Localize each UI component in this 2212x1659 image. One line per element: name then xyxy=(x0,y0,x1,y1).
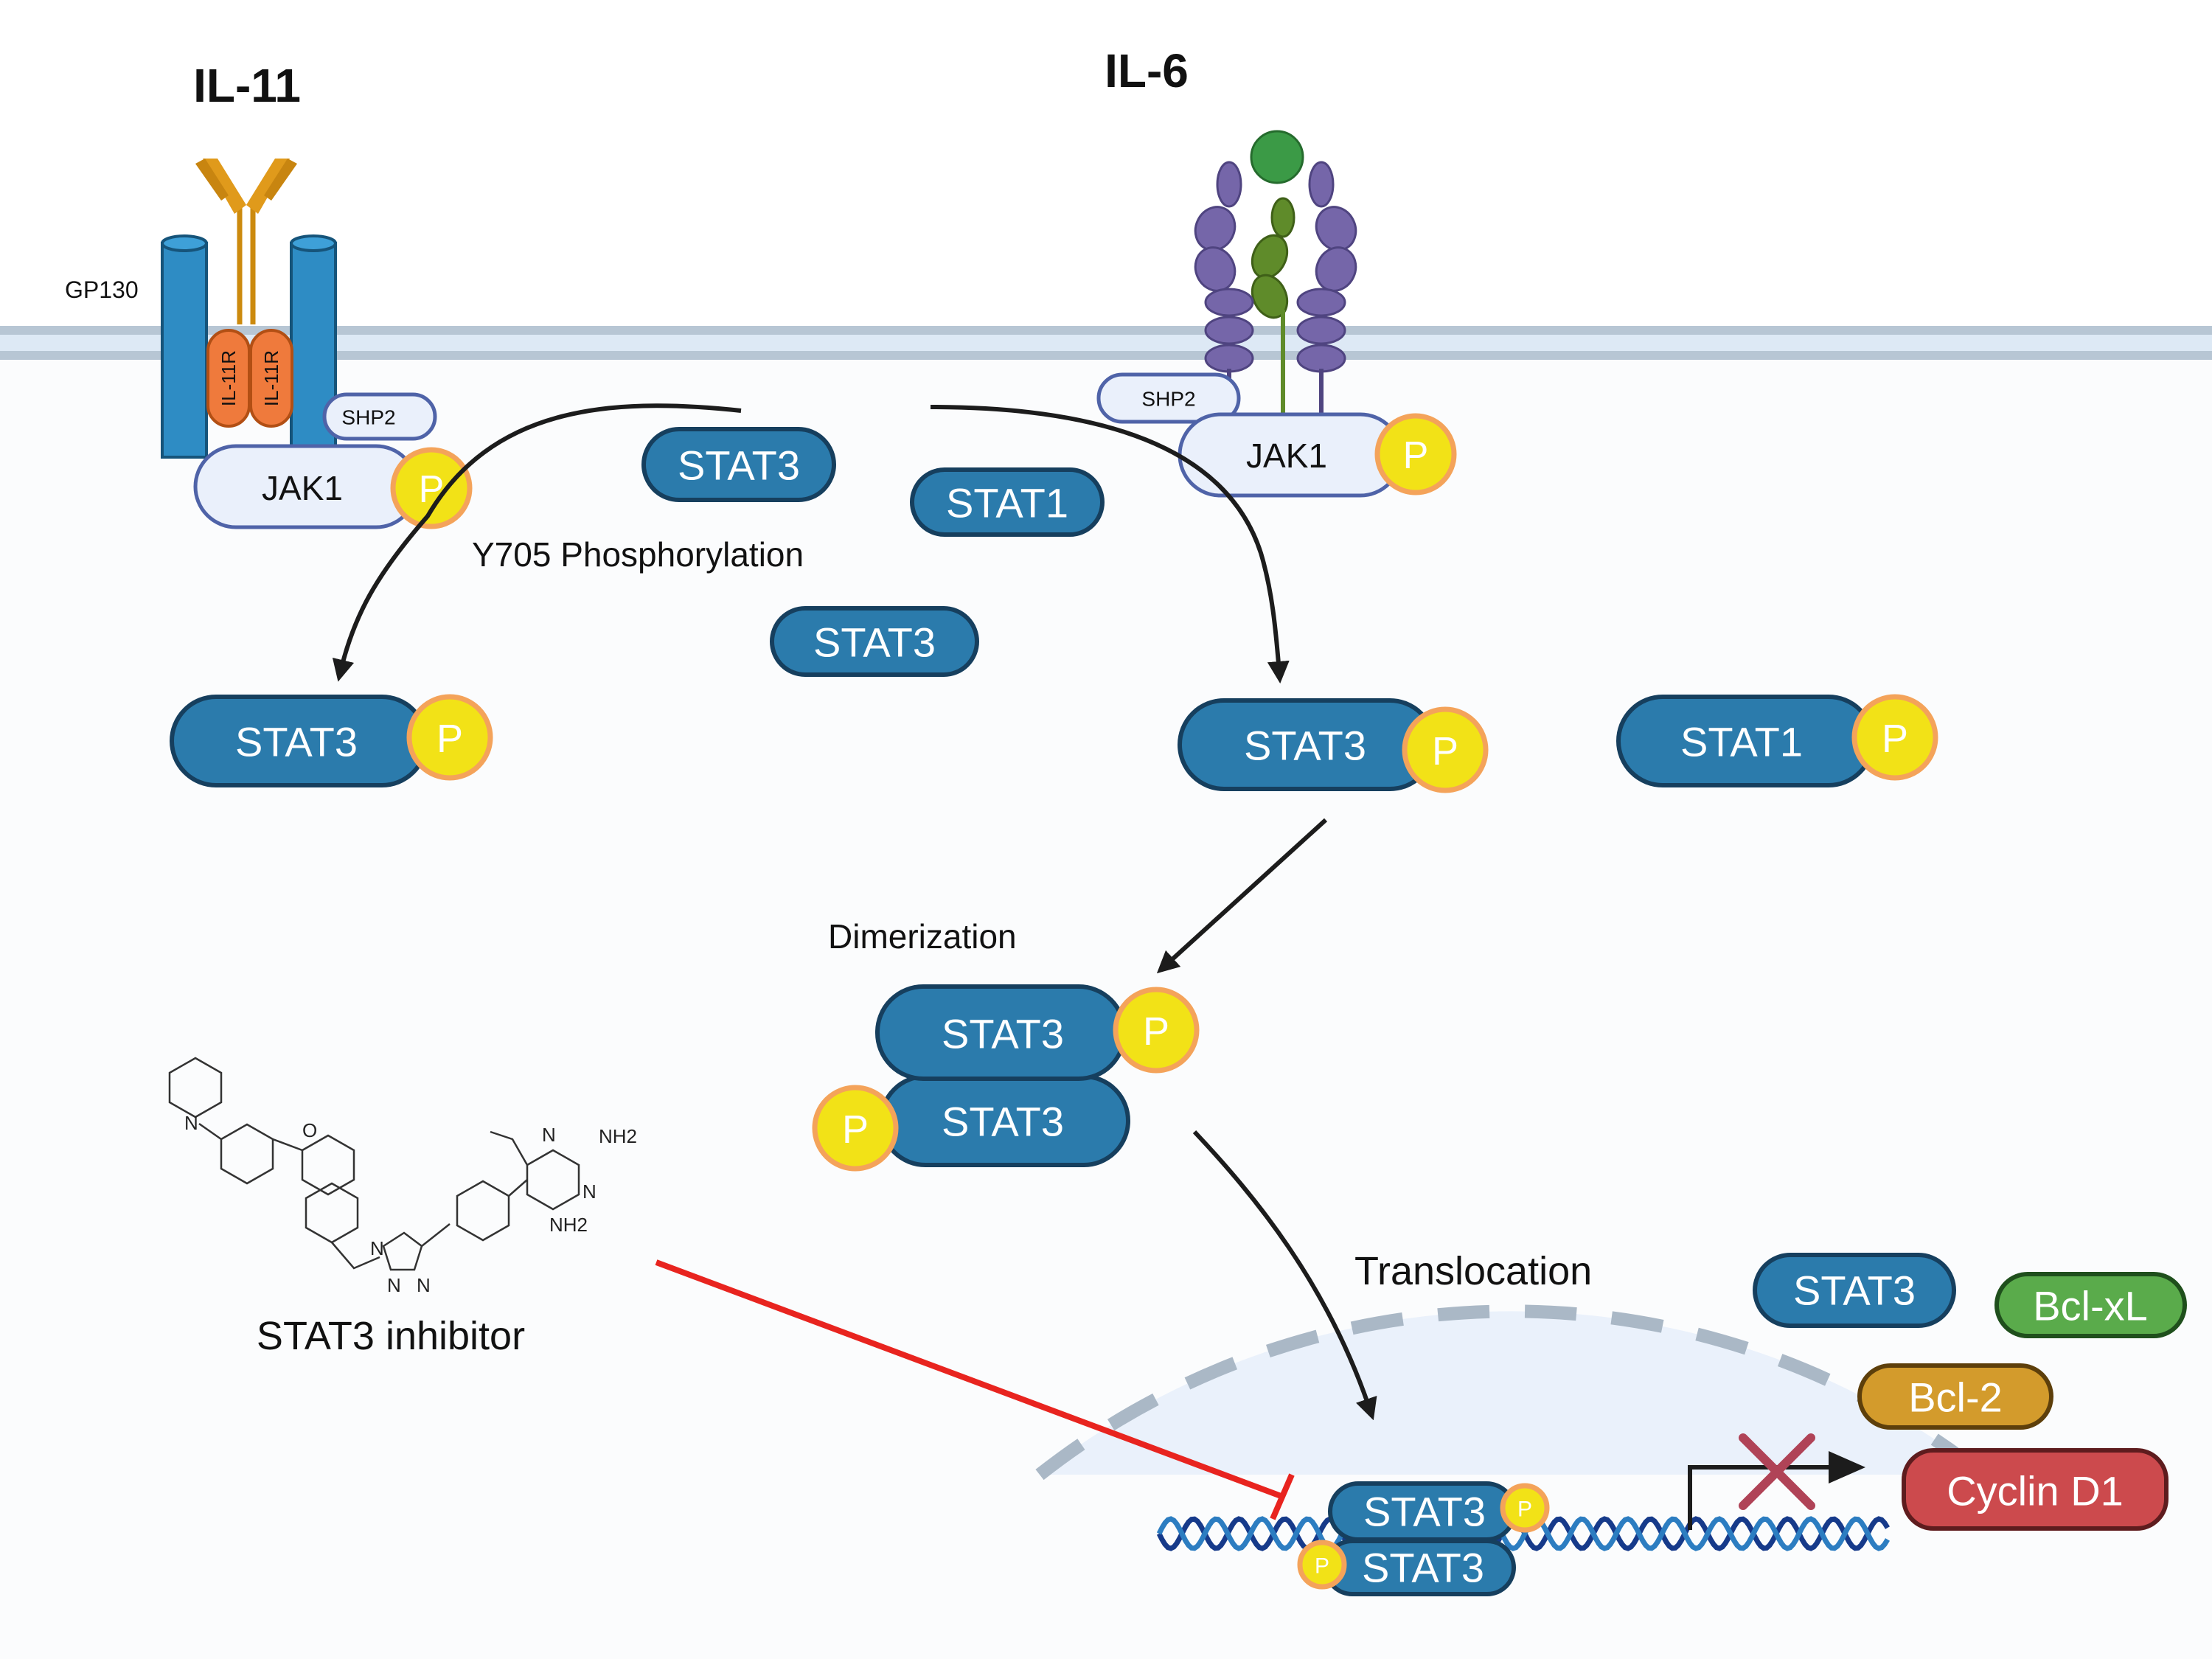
stat3-free-top: STAT3 xyxy=(641,427,836,502)
cyclin-d1-target: Cyclin D1 xyxy=(1902,1448,2168,1531)
svg-text:STAT3: STAT3 xyxy=(235,719,358,765)
svg-text:Cyclin D1: Cyclin D1 xyxy=(1947,1468,2124,1514)
il11r-right: IL-11R xyxy=(249,329,293,428)
atom-n-piperidine: N xyxy=(184,1112,198,1134)
il11-title: IL-11 xyxy=(193,59,301,112)
antibody-icon xyxy=(195,159,297,324)
svg-text:STAT3: STAT3 xyxy=(678,442,800,489)
svg-text:SHP2: SHP2 xyxy=(341,406,395,429)
svg-text:STAT3: STAT3 xyxy=(1244,723,1366,769)
jak1-right: JAK1 xyxy=(1178,412,1403,498)
step-dimerization: Dimerization xyxy=(828,917,1017,956)
cell-membrane xyxy=(0,326,2212,360)
svg-text:STAT3: STAT3 xyxy=(813,619,936,666)
svg-text:STAT3: STAT3 xyxy=(1362,1545,1484,1591)
svg-text:P: P xyxy=(1432,729,1458,773)
atom-o: O xyxy=(302,1119,317,1141)
phospho-jak1-left: P xyxy=(390,447,473,529)
cross-mark-icon xyxy=(1739,1433,1815,1510)
atom-n-triazole-1: N xyxy=(370,1237,384,1259)
svg-text:JAK1: JAK1 xyxy=(262,469,343,507)
arrow-dimerization xyxy=(1156,818,1328,974)
gp130-receptor-right xyxy=(290,234,337,459)
svg-text:P: P xyxy=(419,468,445,511)
gp130-label: GP130 xyxy=(65,276,139,303)
svg-text:P: P xyxy=(1403,434,1429,477)
atom-n-pyrimidine-2: N xyxy=(582,1180,597,1203)
bclxl-target: Bcl-xL xyxy=(1994,1272,2187,1338)
svg-text:Bcl-2: Bcl-2 xyxy=(1908,1374,2003,1421)
atom-n-triazole-3: N xyxy=(417,1274,431,1296)
stat3-dimer: STAT3 P STAT3 P xyxy=(812,984,1200,1172)
svg-text:IL-11R: IL-11R xyxy=(218,350,240,406)
svg-text:P: P xyxy=(842,1107,869,1152)
jak1-left: JAK1 xyxy=(193,444,419,529)
atom-nh2-top: NH2 xyxy=(599,1125,637,1147)
svg-text:STAT3: STAT3 xyxy=(942,1011,1064,1057)
svg-text:IL-11R: IL-11R xyxy=(260,350,282,406)
arrow-phosphorylation-left xyxy=(332,403,742,682)
stat1-free: STAT1 xyxy=(910,467,1105,537)
stat3-free-middle: STAT3 xyxy=(770,606,979,677)
gp130-receptor-left xyxy=(161,234,208,459)
inhibition-line xyxy=(655,1259,1295,1520)
il6-title: IL-6 xyxy=(1105,44,1189,97)
svg-text:Bcl-xL: Bcl-xL xyxy=(2033,1283,2148,1329)
il11r-left: IL-11R xyxy=(206,329,251,428)
gp130-chain-left xyxy=(1194,161,1254,417)
svg-text:STAT3: STAT3 xyxy=(942,1099,1064,1145)
nucleus xyxy=(1035,1304,1988,1481)
svg-text:STAT3: STAT3 xyxy=(1363,1489,1486,1535)
svg-text:P: P xyxy=(437,717,463,761)
arrow-translocation xyxy=(1192,1130,1377,1421)
stat1-phospho: STAT1 P xyxy=(1616,694,1938,787)
gp130-chain-right xyxy=(1296,161,1357,417)
svg-text:SHP2: SHP2 xyxy=(1141,388,1195,411)
svg-text:STAT1: STAT1 xyxy=(946,480,1068,526)
inhibitor-label: STAT3 inhibitor xyxy=(257,1314,525,1358)
chemical-structure-icon: N O N N N N N NH2 NH2 xyxy=(168,1057,637,1296)
atom-n-pyrimidine-1: N xyxy=(542,1124,556,1146)
svg-text:STAT1: STAT1 xyxy=(1680,719,1803,765)
svg-text:JAK1: JAK1 xyxy=(1246,437,1327,475)
atom-nh2-bottom: NH2 xyxy=(549,1214,588,1236)
step-translocation: Translocation xyxy=(1354,1249,1592,1293)
shp2-left: SHP2 xyxy=(322,392,437,441)
atom-n-triazole-2: N xyxy=(387,1274,401,1296)
phospho-jak1-right: P xyxy=(1374,413,1457,495)
shp2-right: SHP2 xyxy=(1096,372,1241,424)
bcl2-target: Bcl-2 xyxy=(1857,1363,2053,1430)
stat3-nuclear: STAT3 xyxy=(1753,1253,1956,1328)
svg-text:STAT3: STAT3 xyxy=(1793,1267,1916,1314)
stat3-phospho-left: STAT3 P xyxy=(170,694,493,787)
step-phosphorylation: Y705 Phosphorylation xyxy=(472,535,804,574)
svg-text:P: P xyxy=(1143,1009,1169,1054)
stat3-dna-bound: STAT3 STAT3 P P xyxy=(1297,1481,1550,1596)
stat3-phospho-right: STAT3 P xyxy=(1178,698,1489,793)
arrow-phosphorylation-right xyxy=(930,405,1290,684)
il6-ligand-icon xyxy=(1250,130,1304,413)
svg-text:P: P xyxy=(1882,717,1908,761)
promoter-arrowhead xyxy=(1829,1451,1865,1484)
svg-text:P: P xyxy=(1517,1498,1532,1522)
svg-text:P: P xyxy=(1315,1554,1329,1579)
